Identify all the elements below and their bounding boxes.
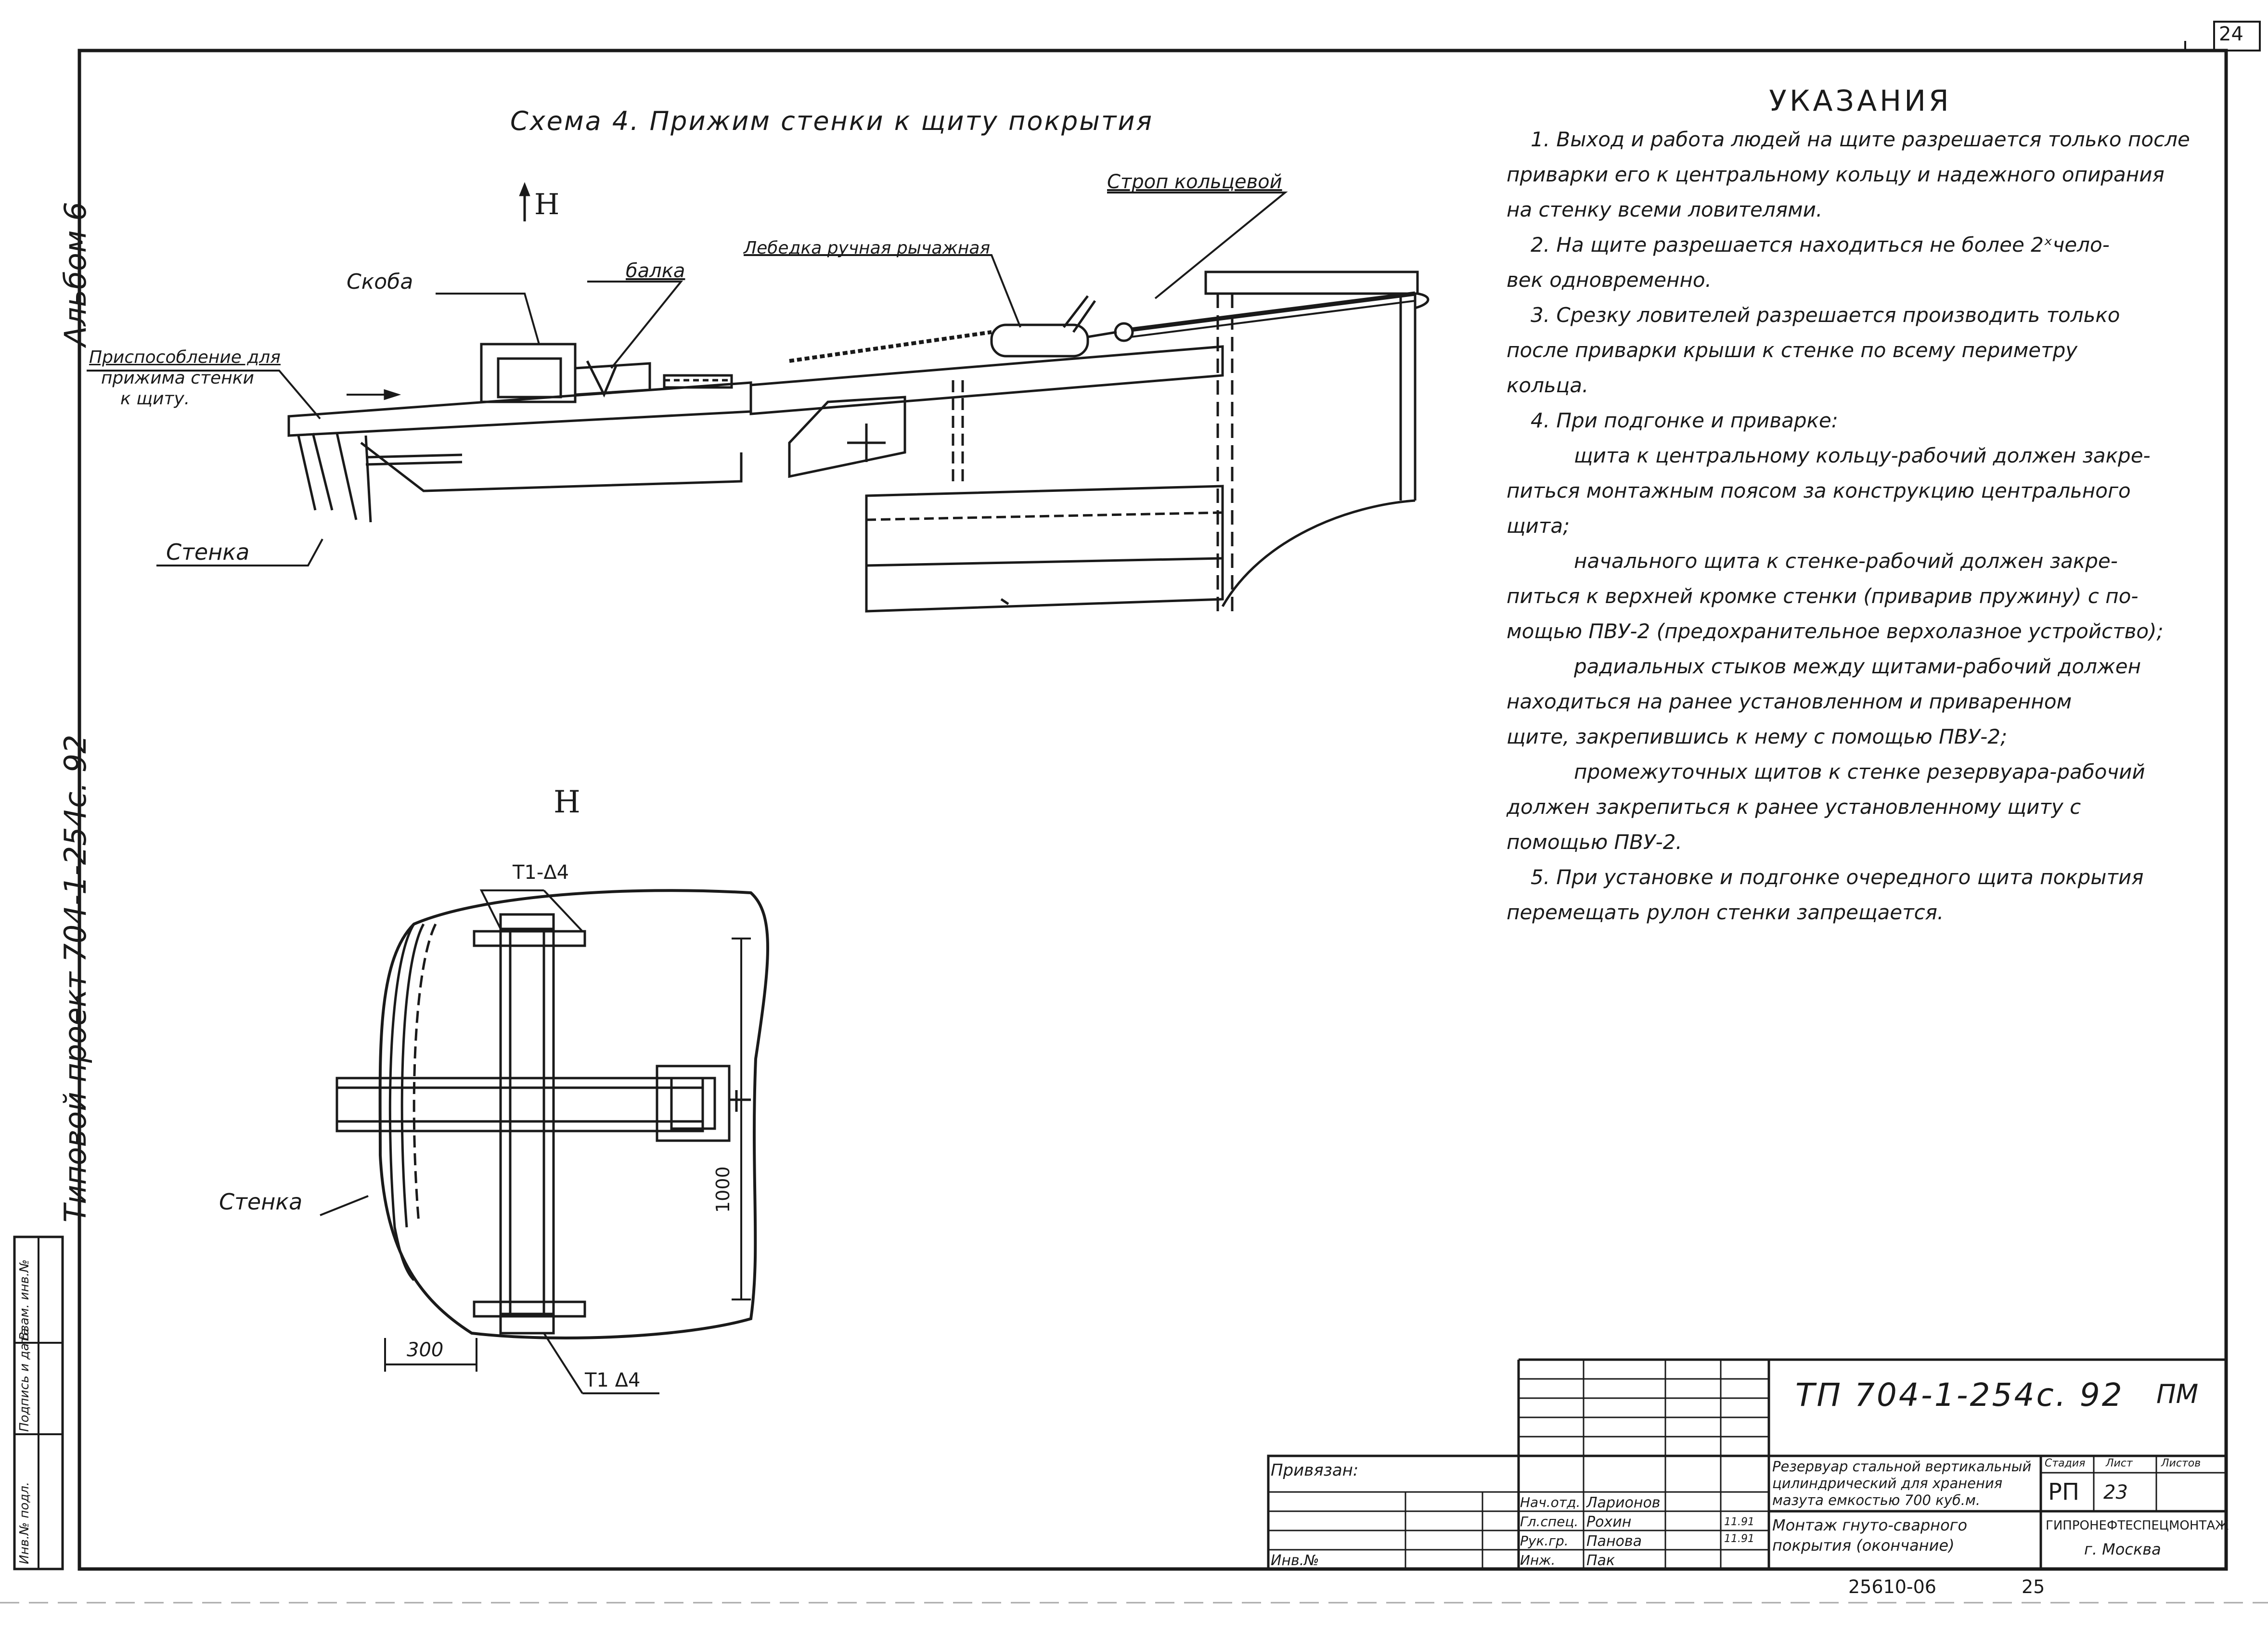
wall-label-view: Стенка: [219, 1189, 303, 1215]
sheet-frame: [77, 49, 2228, 1571]
stage-value: РП: [2048, 1479, 2080, 1505]
view-h-drawing: [320, 889, 769, 1394]
view-h-title: Н: [554, 784, 580, 820]
sheet-title-1: Монтаж гнуто-сварного: [1772, 1516, 1968, 1534]
note-line: радиальных стыков между щитами-рабочий д…: [1574, 655, 2141, 678]
album-label: Альбом 6: [58, 202, 93, 347]
note-line: должен закрепиться к ранее установленном…: [1507, 795, 2081, 819]
sheet-corner-box: [2213, 21, 2261, 51]
note-line: щите, закрепившись к нему с помощью ПВУ-…: [1507, 725, 2008, 748]
note-line: помощью ПВУ-2.: [1507, 830, 1682, 854]
dim-300: 300: [407, 1339, 444, 1361]
bracket-label: Скоба: [347, 270, 413, 294]
note-line: щита;: [1507, 514, 1570, 538]
beam-label: балка: [626, 260, 685, 282]
leader-lines: [87, 192, 1288, 566]
winch-label: Лебедка ручная рычажная: [744, 238, 991, 258]
role-1: Нач.отд.: [1520, 1494, 1581, 1510]
strop-label: Строп кольцевой: [1107, 171, 1282, 193]
scheme-4-drawing: [287, 182, 1430, 613]
sheets-label: Листов: [2161, 1457, 2201, 1469]
note-line: щита к центральному кольцу-рабочий долже…: [1574, 444, 2151, 467]
org-city: г. Москва: [2084, 1540, 2161, 1558]
note-line: питься к верхней кромке стенки (приварив…: [1507, 584, 2139, 608]
notes-title: УКАЗАНИЯ: [1769, 84, 1952, 118]
inv-label: Инв.№: [1271, 1552, 1319, 1569]
notes-section: УКАЗАНИЯ 1. Выход и работа людей на щите…: [1507, 84, 2214, 930]
note-line: промежуточных щитов к стенке резервуара-…: [1574, 760, 2145, 784]
title-block-grid: [1267, 1358, 2228, 1570]
note-line: кольца.: [1507, 373, 1589, 397]
device-label-3: к щиту.: [120, 389, 190, 409]
t1-top-label: Т1-Δ4: [513, 862, 569, 884]
note-line: мощью ПВУ-2 (предохранительное верхолазн…: [1507, 619, 2164, 643]
note-line: начального щита к стенке-рабочий должен …: [1574, 549, 2118, 573]
sheet-value: 23: [2103, 1481, 2128, 1504]
sheet-label: Лист: [2106, 1457, 2133, 1469]
description-3: мазута емкостью 700 куб.м.: [1772, 1492, 1981, 1508]
note-line: 1. Выход и работа людей на щите разрешае…: [1531, 128, 2190, 151]
date-2: 11.91: [1724, 1533, 1754, 1545]
date-1: 11.91: [1724, 1516, 1754, 1528]
note-line: приварки его к центральному кольцу и над…: [1507, 163, 2165, 186]
dim-1000: 1000: [712, 1166, 734, 1213]
name-1: Ларионов: [1586, 1494, 1661, 1511]
left-stamp-inv: Инв.№ подл.: [17, 1481, 32, 1564]
org-name: ГИПРОНЕФТЕСПЕЦМОНТАЖ: [2046, 1518, 2229, 1533]
note-line: после приварки крыши к стенке по всему п…: [1507, 338, 2078, 362]
sheet-title-2: покрытия (окончание): [1772, 1536, 1955, 1555]
tied-label: Привязан:: [1271, 1461, 1359, 1480]
name-3: Панова: [1586, 1533, 1642, 1550]
scheme-title: Схема 4. Прижим стенки к щиту покрытия: [510, 106, 1153, 136]
footer-page: 25: [2022, 1576, 2045, 1597]
note-line: перемещать рулон стенки запрещается.: [1507, 900, 1944, 924]
role-3: Рук.гр.: [1520, 1533, 1569, 1549]
left-stamp-signature: Подпись и дата: [17, 1328, 32, 1432]
note-line: на стенку всеми ловителями.: [1507, 198, 1823, 221]
sheet-corner-number: 24: [2219, 23, 2243, 45]
device-label-1: Приспособление для: [89, 347, 281, 367]
t1-bottom-label: Т1 Δ4: [585, 1369, 641, 1391]
stage-label: Стадия: [2045, 1457, 2086, 1469]
note-line: находиться на ранее установленном и прив…: [1507, 690, 2072, 713]
left-stamp-replace: Взам. инв.№: [17, 1259, 32, 1340]
name-4: Пак: [1586, 1552, 1615, 1569]
wall-label-top: Стенка: [166, 539, 250, 565]
note-line: 4. При подгонке и приварке:: [1531, 409, 1838, 432]
name-2: Рохин: [1586, 1514, 1632, 1530]
role-2: Гл.спец.: [1520, 1514, 1579, 1530]
note-line: 5. При установке и подгонке очередного щ…: [1531, 865, 2144, 889]
description-2: цилиндрический для хранения: [1772, 1475, 2003, 1492]
role-4: Инж.: [1520, 1552, 1556, 1568]
project-code: ТП 704-1-254с. 92: [1795, 1376, 2124, 1414]
note-line: век одновременно.: [1507, 268, 1712, 292]
note-line: питься монтажным поясом за конструкцию ц…: [1507, 479, 2131, 502]
side-project-label: Типовой проект 704-1-254с. 92: [58, 734, 93, 1222]
description-1: Резервуар стальной вертикальный: [1772, 1458, 2032, 1475]
view-mark-top: Н: [534, 188, 560, 221]
document-mark: ПМ: [2156, 1379, 2199, 1409]
device-label-2: прижима стенки: [101, 368, 254, 388]
note-line: 3. Срезку ловителей разрешается производ…: [1531, 303, 2120, 327]
footer-number: 25610-06: [1848, 1576, 1936, 1597]
note-line: 2. На щите разрешается находиться не бол…: [1531, 233, 2110, 257]
